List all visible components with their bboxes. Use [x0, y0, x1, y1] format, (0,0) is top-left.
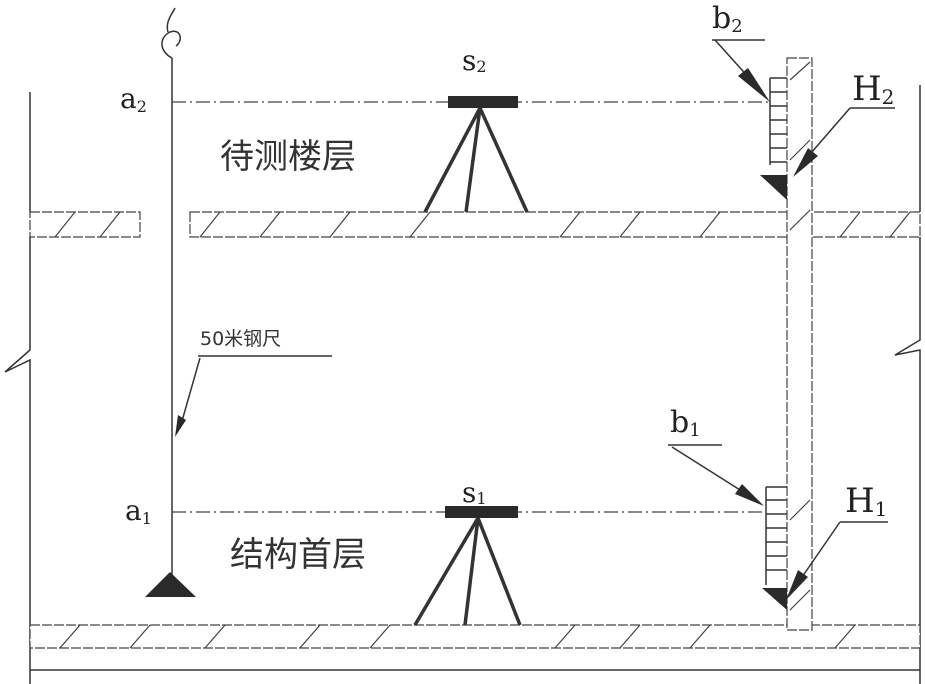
level-instrument-upper — [423, 96, 529, 213]
leveling-staff-ground — [762, 486, 787, 610]
ground-floor-label: 结构首层 — [230, 535, 366, 575]
label-s1: s1 — [462, 476, 487, 509]
hook-icon — [161, 7, 181, 59]
level-instrument-ground — [413, 506, 522, 626]
weight-triangle — [145, 572, 196, 597]
ground-floor-slab — [29, 624, 921, 671]
steel-tape — [145, 7, 196, 597]
label-H2: H2 — [852, 69, 894, 109]
right-wall — [894, 85, 921, 684]
label-b2: b2 — [712, 1, 743, 37]
label-s2: s2 — [462, 44, 487, 77]
label-a1: a1 — [125, 494, 152, 528]
leveling-staff-upper — [760, 77, 787, 200]
column — [786, 57, 813, 631]
left-wall — [4, 92, 31, 684]
label-a2: a2 — [120, 82, 147, 116]
label-H1: H1 — [845, 481, 887, 521]
upper-floor-label: 待测楼层 — [220, 137, 356, 177]
label-b1: b1 — [670, 405, 701, 441]
tape-label: 50米钢尺 — [200, 328, 281, 350]
